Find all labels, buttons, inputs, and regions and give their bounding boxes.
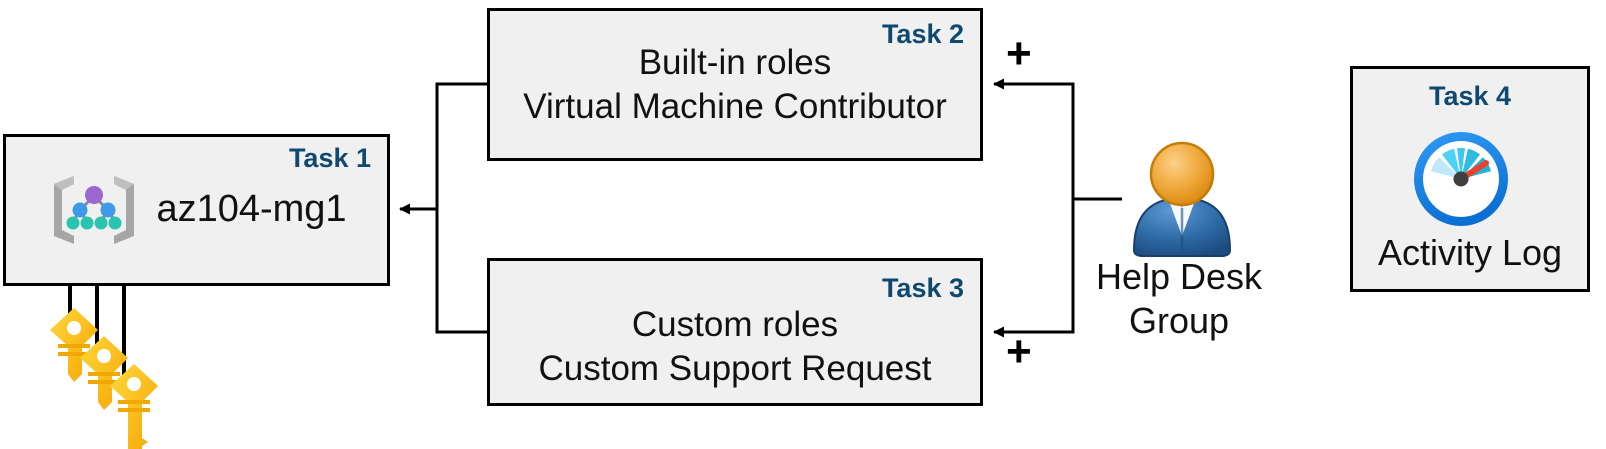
task-2-label: Task 2 bbox=[881, 19, 964, 49]
plus-sign-bottom: + bbox=[1006, 327, 1032, 376]
task-3-text: Custom roles Custom Support Request bbox=[538, 305, 932, 388]
task-2-text: Built-in roles Virtual Machine Contribut… bbox=[523, 43, 947, 126]
task-3-box[interactable]: Task 3 Custom roles Custom Support Reque… bbox=[487, 258, 983, 406]
task-3-label: Task 3 bbox=[881, 273, 964, 303]
help-desk-group-label: Help Desk Group bbox=[1095, 256, 1263, 341]
left-merge-connector bbox=[399, 82, 487, 334]
task-4-label: Task 4 bbox=[1428, 81, 1512, 111]
right-split-connector bbox=[993, 78, 1122, 338]
task-4-text: Activity Log bbox=[1377, 232, 1563, 273]
task-2-box[interactable]: Task 2 Built-in roles Virtual Machine Co… bbox=[487, 8, 983, 161]
task-1-label: Task 1 bbox=[288, 143, 371, 173]
task-1-box[interactable]: Task 1 az104-mg1 bbox=[3, 134, 390, 286]
plus-sign-top: + bbox=[1006, 29, 1032, 78]
task-1-text: az104-mg1 bbox=[156, 188, 347, 230]
